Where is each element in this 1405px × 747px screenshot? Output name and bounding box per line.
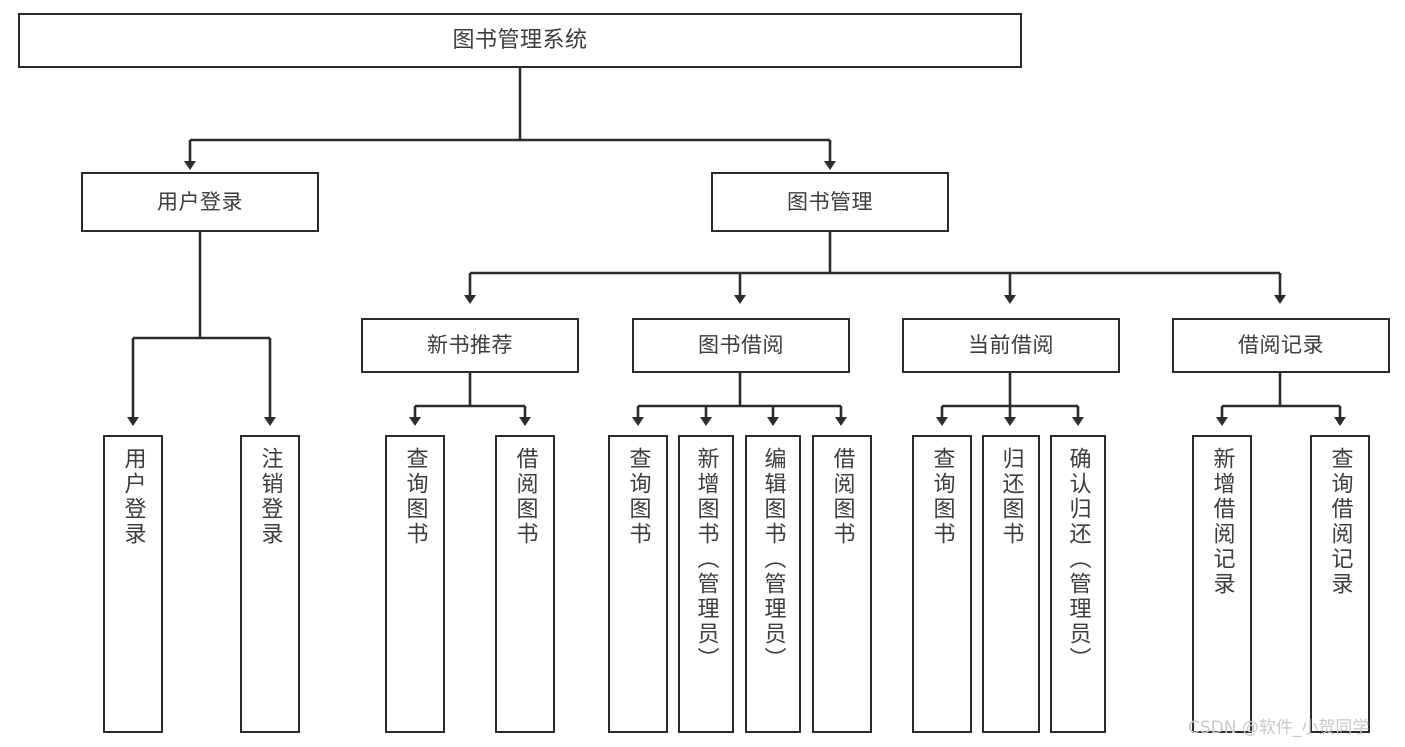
node-user-login[interactable]: 用户登录 (81, 172, 319, 232)
node-borrow-record-label: 借阅记录 (1238, 333, 1324, 358)
node-current-borrow-label: 当前借阅 (968, 333, 1054, 358)
leaf-borrow-book-2-label: 借阅图书 (829, 447, 855, 547)
leaf-borrow-book-1-label: 借阅图书 (512, 447, 538, 547)
leaf-query-record-label: 查询借阅记录 (1327, 447, 1353, 597)
leaf-return-book-label: 归还图书 (998, 447, 1024, 547)
leaf-borrow-book-1[interactable]: 借阅图书 (495, 435, 555, 733)
leaf-add-book[interactable]: 新增图书（管理员） (678, 435, 734, 733)
leaf-add-record-label: 新增借阅记录 (1209, 447, 1235, 597)
node-new-book-rec[interactable]: 新书推荐 (361, 318, 579, 373)
leaf-borrow-book-2[interactable]: 借阅图书 (812, 435, 872, 733)
node-root[interactable]: 图书管理系统 (18, 13, 1022, 68)
leaf-query-book-3[interactable]: 查询图书 (912, 435, 972, 733)
leaf-query-book-1-label: 查询图书 (402, 447, 428, 547)
leaf-query-book-3-label: 查询图书 (929, 447, 955, 547)
node-book-manage-label: 图书管理 (787, 189, 873, 214)
node-book-manage[interactable]: 图书管理 (711, 172, 949, 232)
node-user-login-label: 用户登录 (157, 189, 243, 214)
leaf-add-book-label: 新增图书（管理员） (693, 447, 719, 672)
node-book-borrow-label: 图书借阅 (698, 333, 784, 358)
leaf-query-book-1[interactable]: 查询图书 (385, 435, 445, 733)
leaf-user-login[interactable]: 用户登录 (103, 435, 163, 733)
node-root-label: 图书管理系统 (452, 27, 588, 53)
leaf-logout[interactable]: 注销登录 (240, 435, 300, 733)
leaf-add-record[interactable]: 新增借阅记录 (1192, 435, 1252, 733)
leaf-query-book-2-label: 查询图书 (625, 447, 651, 547)
leaf-edit-book[interactable]: 编辑图书（管理员） (745, 435, 801, 733)
leaf-confirm-return[interactable]: 确认归还（管理员） (1050, 435, 1106, 733)
node-book-borrow[interactable]: 图书借阅 (632, 318, 850, 373)
leaf-query-book-2[interactable]: 查询图书 (608, 435, 668, 733)
node-new-book-rec-label: 新书推荐 (427, 333, 513, 358)
node-current-borrow[interactable]: 当前借阅 (902, 318, 1120, 373)
leaf-user-login-label: 用户登录 (120, 447, 146, 547)
leaf-confirm-return-label: 确认归还（管理员） (1065, 447, 1091, 672)
csdn-watermark: CSDN @软件_小贺同学 (1188, 718, 1370, 738)
leaf-query-record[interactable]: 查询借阅记录 (1310, 435, 1370, 733)
leaf-edit-book-label: 编辑图书（管理员） (760, 447, 786, 672)
leaf-logout-label: 注销登录 (257, 447, 283, 547)
leaf-return-book[interactable]: 归还图书 (982, 435, 1040, 733)
node-borrow-record[interactable]: 借阅记录 (1172, 318, 1390, 373)
